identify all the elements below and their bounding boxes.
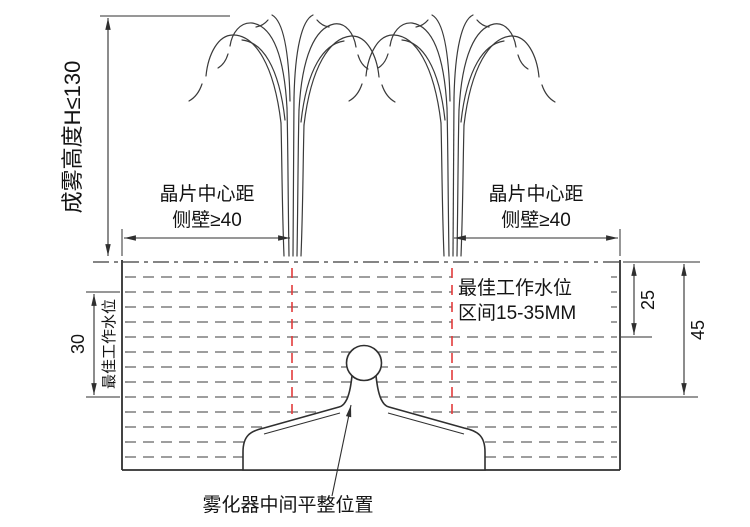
labels: 成雾高度H≤130 晶片中心距 侧壁≥40 晶片中心距 侧壁≥40 最佳工作水位…	[60, 61, 708, 516]
water-note-line2: 区间15-35MM	[458, 302, 576, 324]
atomizer-leader-line	[331, 404, 352, 497]
chip-center-lines	[291, 268, 453, 418]
chip-left-label-line2: 侧壁≥40	[172, 209, 242, 231]
atomizer-body	[242, 344, 486, 471]
transducer-ball	[345, 344, 383, 382]
dimension-lines	[91, 18, 687, 497]
water-note-line1: 最佳工作水位	[458, 277, 572, 299]
chip-right-label-line2: 侧壁≥40	[501, 209, 571, 231]
atomizer-top-detail-left	[263, 412, 341, 435]
atomizer-top-detail-right	[387, 412, 465, 435]
atomizer-housing	[242, 375, 486, 471]
dim-45-label: 45	[688, 320, 708, 340]
dim-30-label: 30	[68, 334, 88, 354]
water-dashed-lines	[125, 276, 617, 458]
chip-left-label-line1: 晶片中心距	[159, 183, 254, 205]
water-note-backing	[452, 274, 606, 324]
water-level-lines	[93, 261, 620, 458]
extension-lines	[86, 15, 700, 398]
chip-right-label-line1: 晶片中心距	[488, 183, 583, 205]
left-water-level-label: 最佳工作水位	[101, 299, 118, 389]
dim-25-label: 25	[638, 290, 658, 310]
atomizer-note-label: 雾化器中间平整位置	[202, 494, 373, 516]
mist-height-label: 成雾高度H≤130	[60, 61, 85, 214]
